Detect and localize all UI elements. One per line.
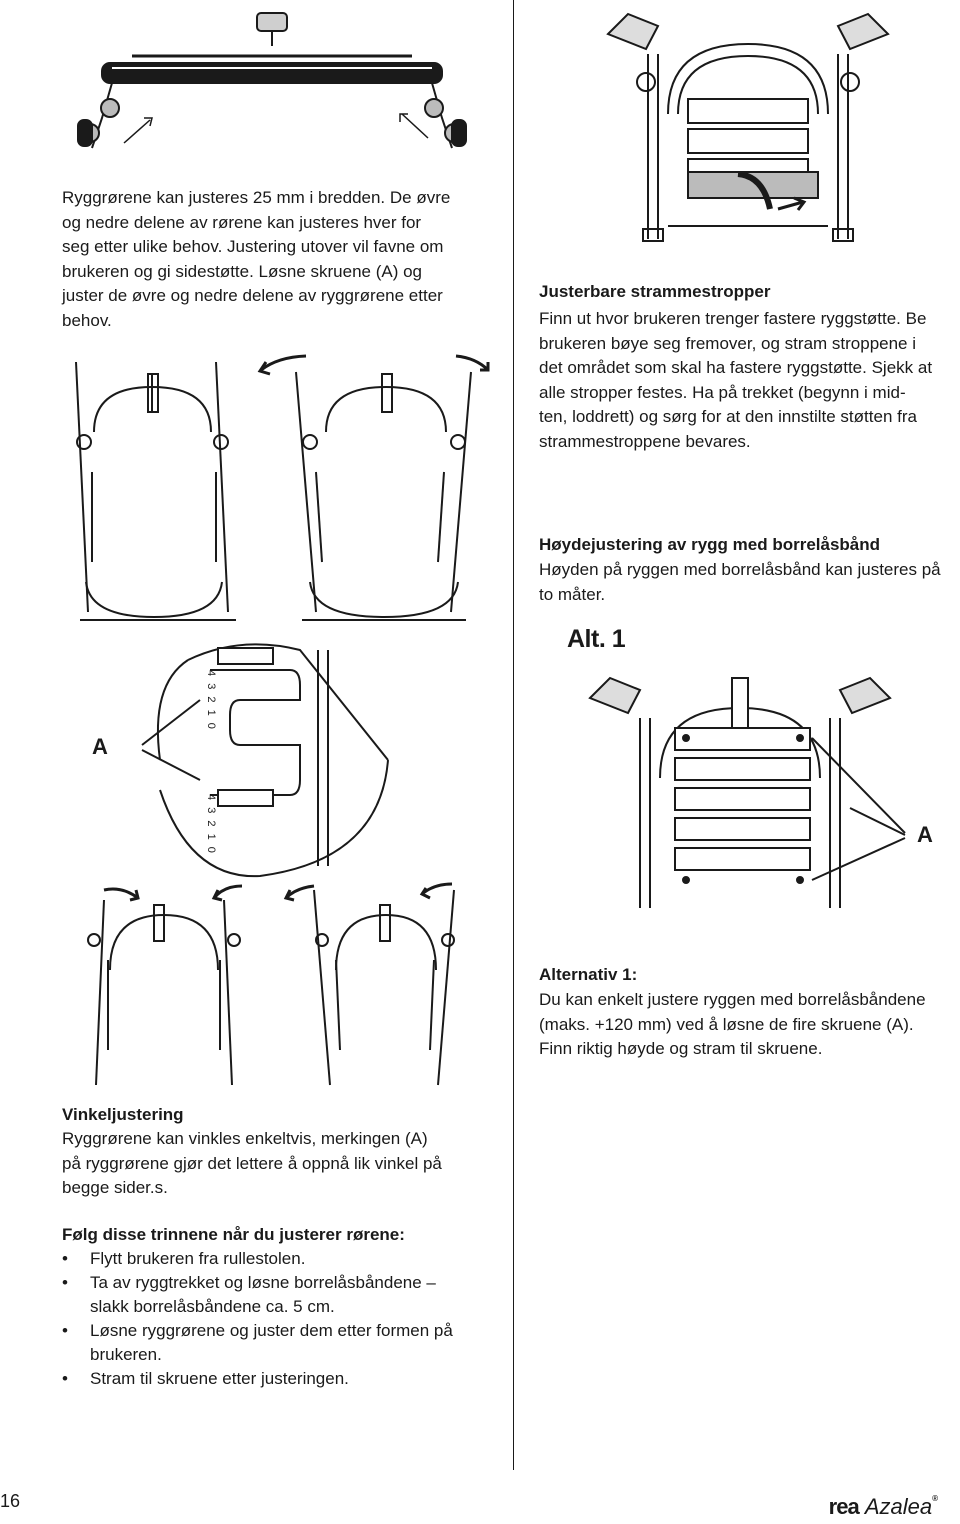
scale-mark: 1	[205, 709, 217, 718]
scale-marks-bottom: 4 3 2 1 0	[205, 794, 217, 855]
brand-azalea: Azalea	[864, 1494, 933, 1519]
width-adjust-frames-illustration	[66, 352, 506, 632]
scale-mark: 0	[205, 846, 217, 855]
alt1-line: (maks. +120 mm) ved å løsne de fire skru…	[539, 1014, 914, 1034]
intro-line: behov.	[62, 310, 112, 330]
scale-mark: 3	[205, 807, 217, 816]
brand-registered: ®	[932, 1494, 938, 1503]
height-heading: Høydejustering av rygg med borrelåsbånd	[539, 535, 881, 554]
back-tube-width-illustration	[72, 8, 472, 158]
alt1-line: Finn riktig høyde og stram til skruene.	[539, 1039, 823, 1058]
step-line: Ta av ryggtrekket og løsne borrelåsbånde…	[90, 1273, 436, 1292]
alt1-heading: Alternativ 1:	[539, 965, 638, 984]
scale-mark: 0	[205, 722, 217, 731]
straps-section: Justerbare strammestropper Finn ut hvor …	[539, 280, 960, 454]
page-number: 16	[0, 1491, 21, 1511]
label-a-left: A	[92, 734, 108, 759]
brand-logo: rea Azalea®	[829, 1494, 938, 1520]
vinkel-section: Vinkeljustering Ryggrørene kan vinkles e…	[62, 1103, 502, 1201]
step-item: Stram til skruene etter justeringen.	[62, 1367, 502, 1391]
alt1-line: Du kan enkelt justere ryggen med borrelå…	[539, 990, 926, 1009]
height-section: Høydejustering av rygg med borrelåsbånd …	[539, 533, 960, 607]
vinkel-heading: Vinkeljustering	[62, 1105, 184, 1124]
scale-mark: 2	[205, 820, 217, 829]
scale-mark: 4	[205, 794, 217, 803]
scale-mark: 4	[205, 670, 217, 679]
straps-heading: Justerbare strammestropper	[539, 282, 771, 301]
step-line: slakk borrelåsbåndene ca. 5 cm.	[90, 1297, 335, 1316]
alt1-section: Alternativ 1: Du kan enkelt justere rygg…	[539, 963, 960, 1062]
height-line: Høyden på ryggen med borrelåsbånd kan ju…	[539, 560, 941, 579]
angle-adjust-frames-illustration	[74, 880, 514, 1092]
scale-mark: 3	[205, 683, 217, 692]
intro-line: brukeren og gi sidestøtte. Løsne skruene…	[62, 261, 423, 281]
intro-line: seg etter ulike behov. Justering utover …	[62, 237, 444, 256]
intro-line: juster de øvre og nedre delene av ryggrø…	[62, 286, 443, 305]
straps-line: strammestroppene bevares.	[539, 431, 751, 451]
step-line: Løsne ryggrørene og juster dem etter for…	[90, 1321, 453, 1340]
steps-section: Følg disse trinnene når du justerer røre…	[62, 1223, 502, 1391]
intro-line: og nedre delene av rørene kan justeres h…	[62, 212, 422, 232]
straps-line: ten, loddrett) og sørg for at den innsti…	[539, 407, 917, 426]
straps-line: det området som skal ha fastere ryggstøt…	[539, 358, 933, 377]
steps-heading: Følg disse trinnene når du justerer røre…	[62, 1225, 405, 1244]
step-line: Flytt brukeren fra rullestolen.	[90, 1249, 306, 1268]
intro-paragraph: Ryggrørene kan justeres 25 mm i bredden.…	[62, 186, 502, 333]
alt1-backrest-illustration	[580, 668, 915, 913]
step-item: Flytt brukeren fra rullestolen.	[62, 1247, 502, 1271]
vinkel-line: Ryggrørene kan vinkles enkeltvis, merkin…	[62, 1129, 428, 1148]
vinkel-line: begge sider.s.	[62, 1178, 168, 1197]
step-item: Løsne ryggrørene og juster dem etter for…	[62, 1319, 502, 1367]
steps-list: Flytt brukeren fra rullestolen. Ta av ry…	[62, 1247, 502, 1391]
step-line: brukeren.	[90, 1345, 162, 1364]
scale-mark: 2	[205, 696, 217, 705]
height-line: to måter.	[539, 584, 606, 604]
straps-line: Finn ut hvor brukeren trenger fastere ry…	[539, 309, 927, 328]
step-line: Stram til skruene etter justeringen.	[90, 1369, 349, 1388]
intro-line: Ryggrørene kan justeres 25 mm i bredden.…	[62, 188, 451, 207]
scale-marks-top: 4 3 2 1 0	[205, 670, 217, 731]
column-divider	[513, 0, 514, 1470]
straps-line: brukeren bøye seg fremover, og stram str…	[539, 333, 917, 353]
backrest-straps-illustration	[588, 4, 908, 244]
scale-mark: 1	[205, 833, 217, 842]
brand-rea: rea	[828, 1494, 860, 1519]
label-a-right: A	[917, 822, 933, 847]
alt-1-label: Alt. 1	[567, 625, 626, 653]
closeup-scale-illustration	[90, 640, 400, 880]
step-item: Ta av ryggtrekket og løsne borrelåsbånde…	[62, 1271, 502, 1319]
vinkel-line: på ryggrørene gjør det lettere å oppnå l…	[62, 1153, 442, 1173]
straps-line: alle stropper festes. Ha på trekket (beg…	[539, 382, 906, 402]
